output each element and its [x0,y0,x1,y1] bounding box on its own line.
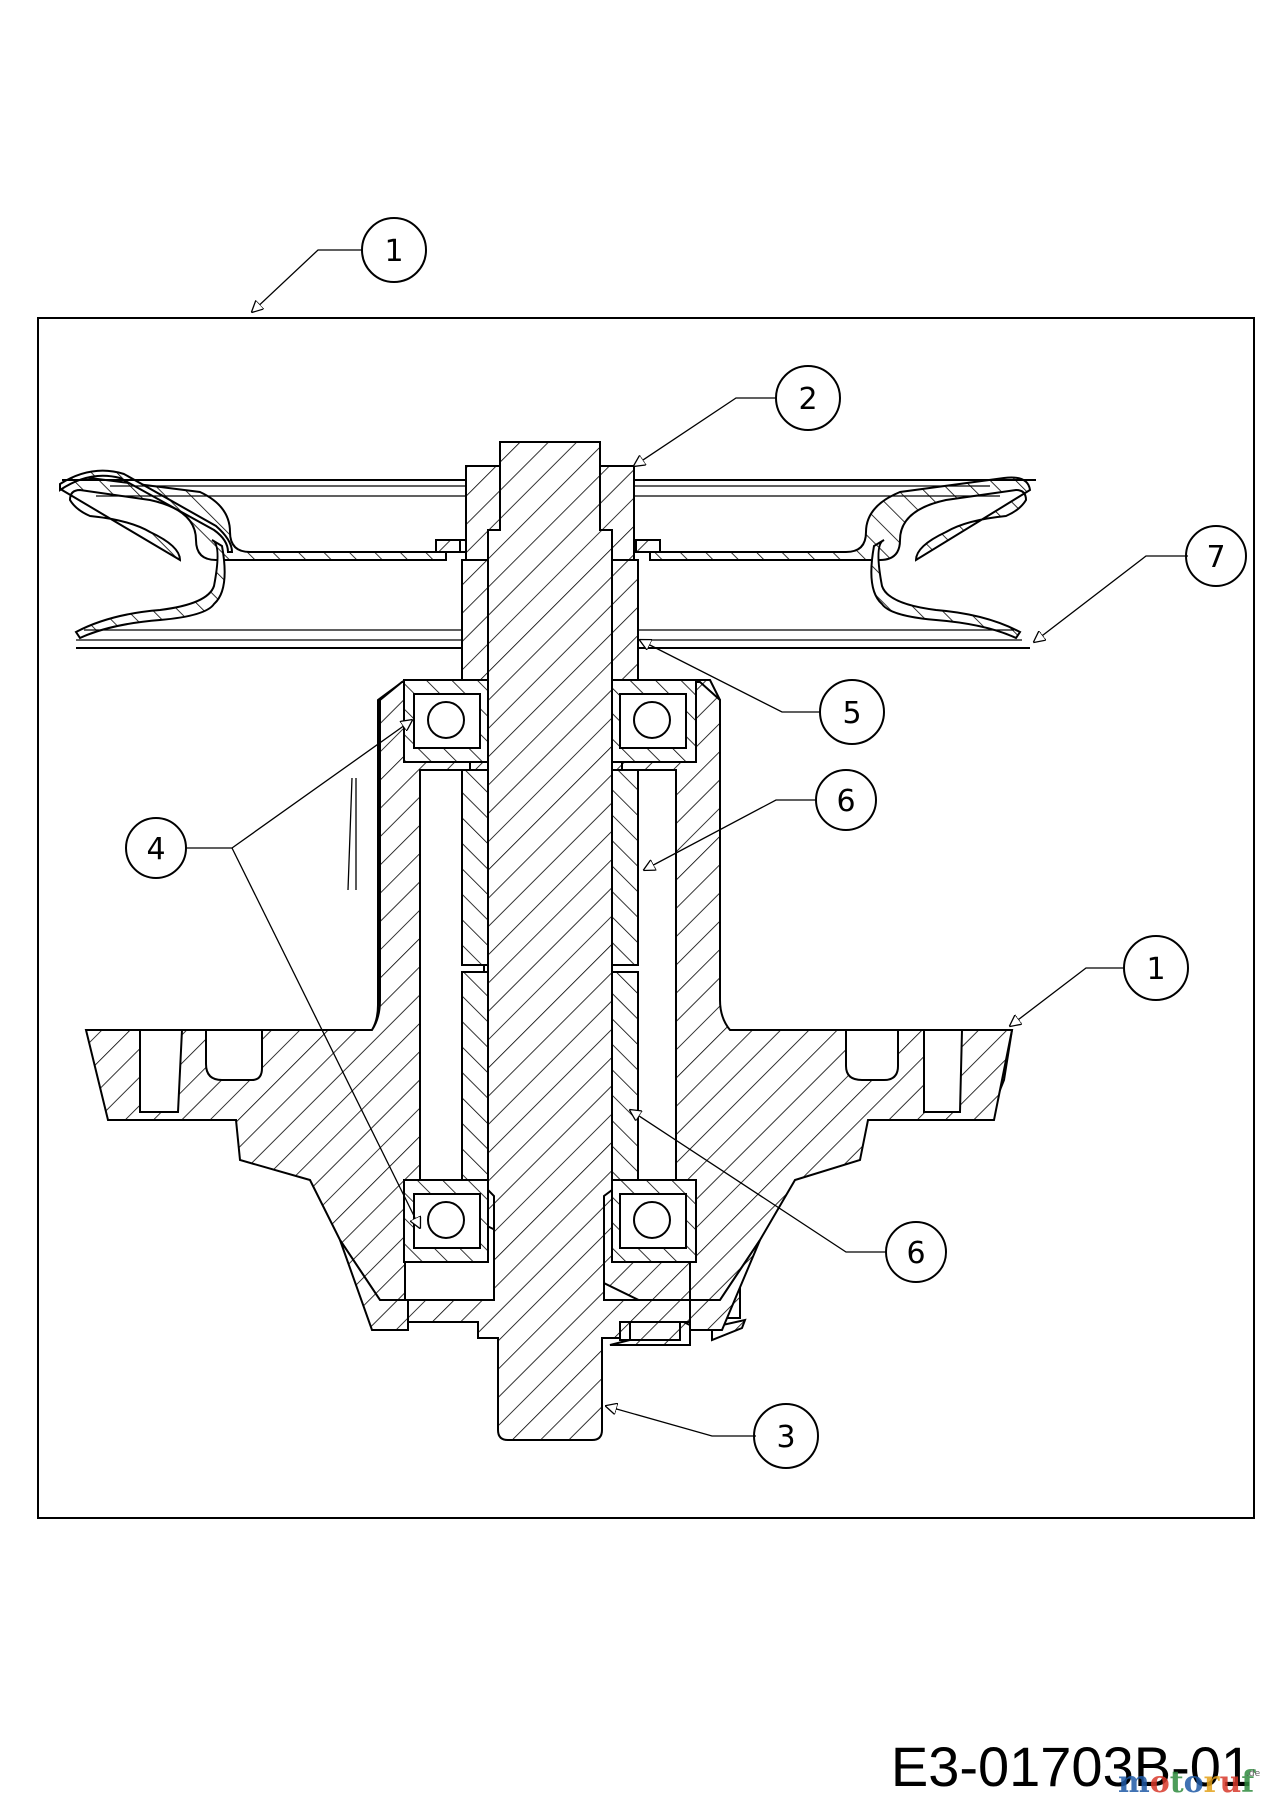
pulley [59,469,1036,649]
spindle-nut-left [465,465,501,561]
bearing-upper-right [611,679,697,763]
watermark-letter: m [1118,1765,1150,1800]
spacer-sleeve-left-lower [461,971,489,1183]
svg-text:1: 1 [384,234,403,269]
callout-6-bottom: 6 [885,1221,947,1283]
callout-5: 5 [819,679,885,745]
callout-2: 2 [775,365,841,431]
svg-text:6: 6 [836,784,855,819]
callout-6-top: 6 [815,769,877,831]
leader-lines [186,249,1188,1437]
svg-text:5: 5 [842,696,861,731]
svg-text:1: 1 [1146,952,1165,987]
svg-text:6: 6 [906,1236,925,1271]
spacer-sleeve-left-upper [461,769,489,966]
spacer-sleeve-right-lower [611,971,639,1183]
hub-collar-left [461,559,489,681]
drawing-code: E3-01703B-01 [891,1735,1252,1798]
watermark-letter: u [1219,1765,1241,1800]
callout-7: 7 [1185,525,1247,587]
assembly-frame [37,317,1255,1519]
watermark-letter: f [1241,1765,1256,1800]
hub-collar-right [611,559,639,681]
svg-text:motoruf: motoruf [1118,1765,1256,1800]
svg-text:.de: .de [1246,1769,1261,1779]
bearing-lower-right [611,1179,697,1263]
spacer-sleeve-right-upper [611,769,639,966]
spindle-shaft [407,441,691,1441]
watermark-letter: r [1204,1765,1221,1800]
callout-1-right: 1 [1123,935,1189,1001]
svg-text:2: 2 [798,382,817,417]
watermark-letter: o [1150,1765,1170,1800]
bearing-upper-left [403,679,489,763]
callout-1-top: 1 [361,217,427,283]
svg-text:4: 4 [146,832,165,867]
svg-text:7: 7 [1206,540,1225,575]
callout-3: 3 [753,1403,819,1469]
watermark-letter: o [1184,1765,1204,1800]
motoruf-watermark-logo: motoruf .de [1118,1765,1261,1800]
svg-text:3: 3 [776,1420,795,1455]
watermark-letter: t [1170,1765,1184,1800]
callout-4: 4 [125,817,187,879]
